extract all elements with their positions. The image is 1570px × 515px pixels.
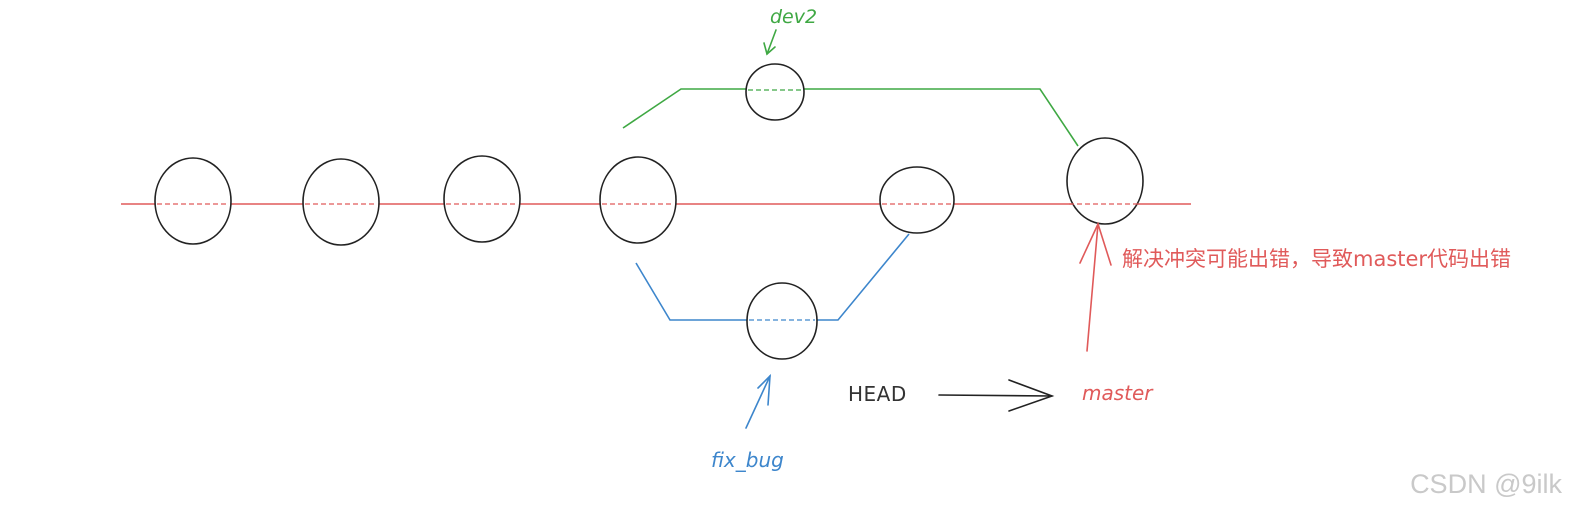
commit-node <box>154 157 232 245</box>
dev2-label: dev2 <box>770 6 818 28</box>
commit-node <box>599 156 677 244</box>
dev2-pointer-arrow <box>763 29 777 56</box>
dev2-commit-node <box>745 63 805 121</box>
fix-bug-label: fix_bug <box>711 448 784 472</box>
commit-node <box>302 158 380 246</box>
watermark: CSDN @9ilk <box>1410 469 1562 499</box>
fix-bug-commit-node <box>746 282 818 360</box>
master-label: master <box>1082 381 1153 405</box>
dev2-branch-line <box>622 88 1079 147</box>
merge-commit-node <box>879 166 955 234</box>
conflict-note: 解决冲突可能出错，导致master代码出错 <box>1122 247 1512 271</box>
conflict-commit-node <box>1066 137 1144 225</box>
head-label: HEAD <box>848 382 907 406</box>
commit-node <box>443 155 521 243</box>
fix-bug-pointer-arrow <box>745 373 771 429</box>
head-to-master-arrow <box>938 379 1055 412</box>
master-pointer-arrow <box>1079 221 1112 352</box>
